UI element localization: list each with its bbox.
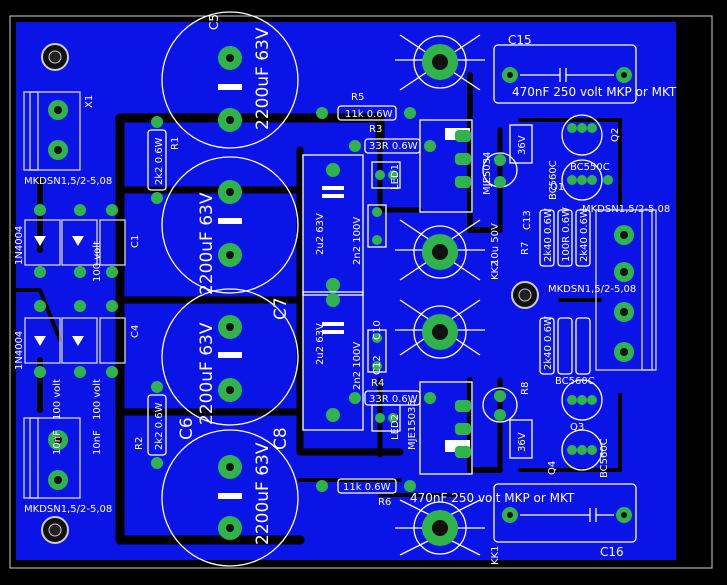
led-2: LED2 <box>371 404 401 440</box>
terminal-block-right: MKDSN1,5/2-5,08 MKDSN1,5/2-5,08 <box>548 204 670 371</box>
r2-label: R2 <box>134 437 145 450</box>
film-cap-c16: C16 470nF 250 volt MKP or MKT <box>410 483 637 559</box>
c5-label: C5 <box>207 14 221 30</box>
mounting-hole-center-right <box>511 281 539 309</box>
r4-label: R4 <box>371 378 384 389</box>
c12-label: C12 <box>372 355 383 375</box>
c13-label: C13 <box>522 210 533 230</box>
mkp-bottom-value: 470nF 250 volt MKP or MKT <box>410 491 575 505</box>
resistor-r6: 11k 0.6W R6 <box>316 478 416 508</box>
r3-label: R3 <box>369 124 382 135</box>
bc560-top-label: BC560C <box>548 160 559 200</box>
c7-label: C7 <box>271 297 291 320</box>
r8-value: 2k40 0.6W <box>543 316 554 370</box>
c15-label: C15 <box>508 33 532 47</box>
c2n2-2-value: 2n2 100V <box>352 342 363 390</box>
c8-label: C8 <box>271 427 291 450</box>
film-cap-c15: C15 470nF 250 volt MKP or MKT <box>493 33 677 104</box>
c2n2-1-value: 2n2 100V <box>352 217 363 265</box>
r7-value: 2k40 0.6W <box>543 208 554 262</box>
mkdsn-right-label: MKDSN1,5/2-5,08 <box>548 284 636 295</box>
terminal-block-x1: X1 <box>23 91 95 171</box>
c13-value: 10u 50V <box>490 223 501 265</box>
q3-label: Q3 <box>570 422 584 433</box>
kk1-label: KK1 <box>490 546 501 565</box>
mje5034-label: MJE5034 <box>482 152 493 195</box>
zener-36-top-label: 36V <box>517 135 528 155</box>
terminal-block-bottom-left <box>23 417 81 499</box>
bc550-bottom-label: BC560C <box>599 438 610 478</box>
bc550-top-label: BC550C <box>570 162 610 173</box>
c100-3-label: 100 volt <box>92 379 103 420</box>
resistor-r2: 2k2 0.6W R2 <box>134 381 167 469</box>
q1-label: Q1 <box>550 182 564 193</box>
c2u2-2-value: 2u2 63V <box>315 323 326 365</box>
board-outline <box>9 15 713 569</box>
r1-label: R1 <box>170 137 181 150</box>
cap-c6: 2200uF 63V C6 C7 <box>161 288 299 440</box>
c100-2-label: 100 volt <box>52 379 63 420</box>
cap-c5: 2200uF 63V C5 <box>161 11 299 149</box>
cap-c8-value: 2200uF 63V <box>253 442 273 545</box>
cap-c7: 2200uF 63V <box>161 156 299 295</box>
resistor-r5: R5 11k 0.6W <box>316 92 416 121</box>
driver-stage-top: 36V Q2 BC550C BC560C R7 2k40 0.6W 100R 0… <box>509 114 621 267</box>
mkp-top-value: 470nF 250 volt MKP or MKT <box>512 85 677 99</box>
resistor-r3: R3 33R 0.6W <box>349 124 436 154</box>
c2u2-1-value: 2u2 63V <box>315 213 326 255</box>
diode-bridge: 1N4004 1N4004 C1 C4 100 volt 100 volt 10… <box>14 204 141 455</box>
cap-c7-value: 2200uF 63V <box>197 192 217 295</box>
mkdsn-top-label: MKDSN1,5/2-5,08 <box>24 176 112 187</box>
c6-label: C6 <box>177 417 197 440</box>
led2-label: LED2 <box>390 414 401 440</box>
r7-label: R7 <box>520 242 531 255</box>
x1-label: X1 <box>84 95 95 108</box>
r5-label: R5 <box>351 92 364 103</box>
r8-label: R8 <box>520 382 531 395</box>
cap-c5-value: 2200uF 63V <box>253 27 273 130</box>
cap-c8: 2200uF 63V C8 <box>161 427 299 567</box>
r2-value: 2k2 0.6W <box>154 402 165 450</box>
kk2-label: KK2 <box>490 261 501 280</box>
c10nf-label: 10nF <box>92 430 103 455</box>
zener-36-bottom-label: 36V <box>517 432 528 452</box>
heatsink-top: MJE5034 KK2 <box>395 34 501 281</box>
c1-label: C1 <box>130 235 141 248</box>
q2-label: Q2 <box>610 128 621 142</box>
cap-c13: 10u 50V C13 <box>482 152 533 265</box>
r4-value: 33R 0.6W <box>369 394 418 405</box>
bc560-bottom-label: BC560C <box>555 376 595 387</box>
cap-c6-value: 2200uF 63V <box>197 322 217 425</box>
r10-value: 2k40 0.6W <box>579 208 590 262</box>
d1-label: 1N4004 <box>14 226 25 265</box>
mkdsn-bottom-label: MKDSN1,5/2-5,08 <box>24 504 112 515</box>
heatsink-bottom: MJE15035 KK1 <box>395 299 501 565</box>
c4-label: C4 <box>130 325 141 338</box>
c100-1-label: 100 volt <box>92 241 103 282</box>
mounting-hole-bottom-left <box>41 516 69 544</box>
mounting-hole-top-left <box>41 43 69 71</box>
r9-value: 100R 0.6W <box>561 207 572 262</box>
r5-value: 11k 0.6W <box>345 109 393 120</box>
r6-value: 11k 0.6W <box>343 482 391 493</box>
mkdsn-right2-label: MKDSN1,5/2-5,08 <box>582 204 670 215</box>
c10nf2-label: 10nF <box>52 430 63 455</box>
q4-label: Q4 <box>547 461 558 475</box>
film-cap-2u2-bottom: 2u2 63V 2n2 100V <box>302 291 364 431</box>
mje15035-label: MJE15035 <box>407 400 418 450</box>
d2-label: 1N4004 <box>14 331 25 370</box>
led-1: LED1 <box>371 161 401 190</box>
r3-value: 33R 0.6W <box>369 141 418 152</box>
c16-label: C16 <box>600 545 624 559</box>
driver-stage-bottom: 2k40 0.6W R8 BC560C BC560C Q4 Q3 36V <box>482 316 610 478</box>
c10-label: C10 <box>372 320 383 340</box>
r6-label: R6 <box>378 497 391 508</box>
resistor-r1: 2k2 0.6W R1 <box>147 116 181 204</box>
small-caps-c10-c12: C10 C12 <box>367 204 387 375</box>
led1-label: LED1 <box>390 164 401 190</box>
r1-value: 2k2 0.6W <box>154 137 165 185</box>
